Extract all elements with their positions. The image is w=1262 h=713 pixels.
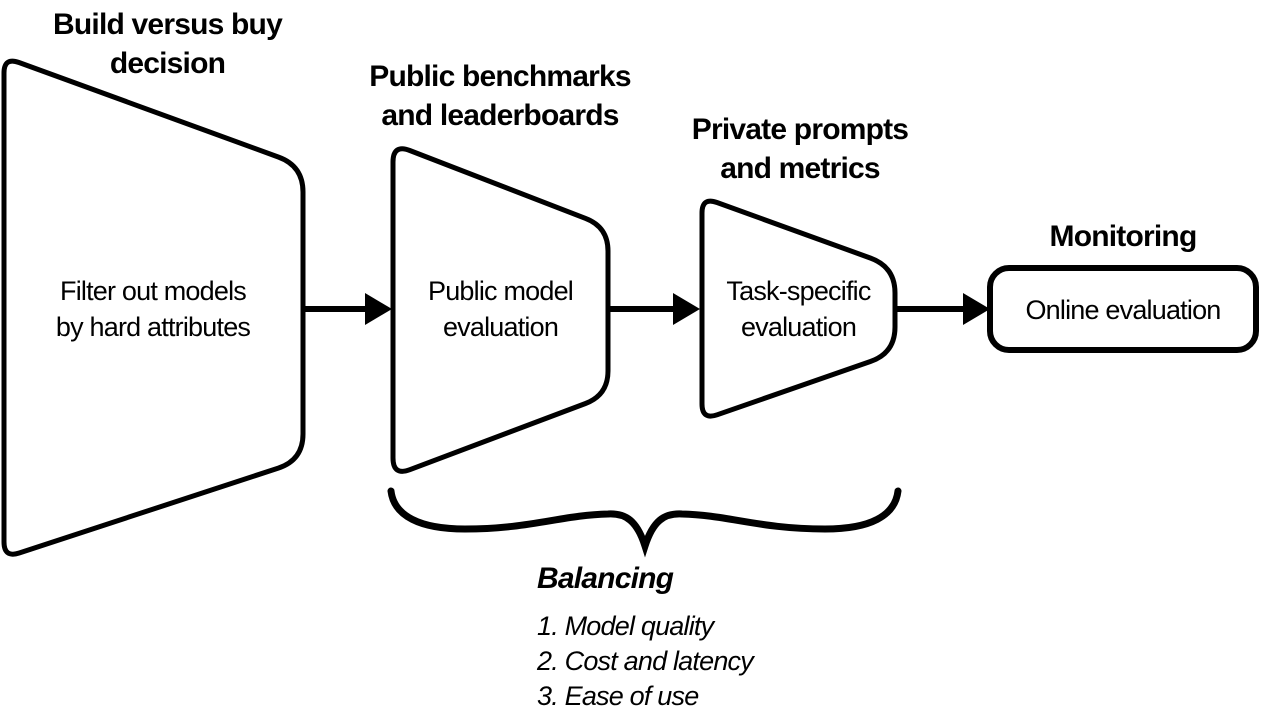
funnel-stage-2-shape: [390, 146, 611, 474]
balancing-heading: Balancing: [537, 562, 674, 595]
balancing-list: 1. Model quality 2. Cost and latency 3. …: [537, 609, 754, 713]
flow-arrow-3-head: [963, 293, 990, 325]
stage-2-title: Public benchmarks and leaderboards: [369, 60, 631, 132]
stage-1-label: Filter out models by hard attributes: [55, 276, 251, 342]
stage-3-title: Private prompts and metrics: [691, 113, 909, 185]
flow-arrow-2-head: [673, 293, 700, 325]
balancing-item-1: 1. Model quality: [537, 611, 714, 641]
balancing-item-2: 2. Cost and latency: [537, 646, 754, 676]
flow-arrow-3: [895, 293, 990, 325]
stage-2-label: Public model evaluation: [428, 276, 574, 342]
flow-arrow-1: [303, 293, 392, 325]
balancing-item-3: 3. Ease of use: [537, 681, 699, 711]
stage-3-label: Task-specific evaluation: [726, 276, 871, 342]
stage-4-title: Monitoring: [1049, 220, 1198, 253]
curly-brace: [387, 487, 902, 558]
flow-arrow-1-head: [365, 293, 392, 325]
stage-1-title: Build versus buy decision: [53, 8, 283, 80]
funnel-stage-1-shape: [1, 58, 306, 557]
flow-arrow-2: [608, 293, 700, 325]
stage-4-label: Online evaluation: [1025, 295, 1221, 325]
funnel-stage-3-shape: [699, 198, 898, 419]
